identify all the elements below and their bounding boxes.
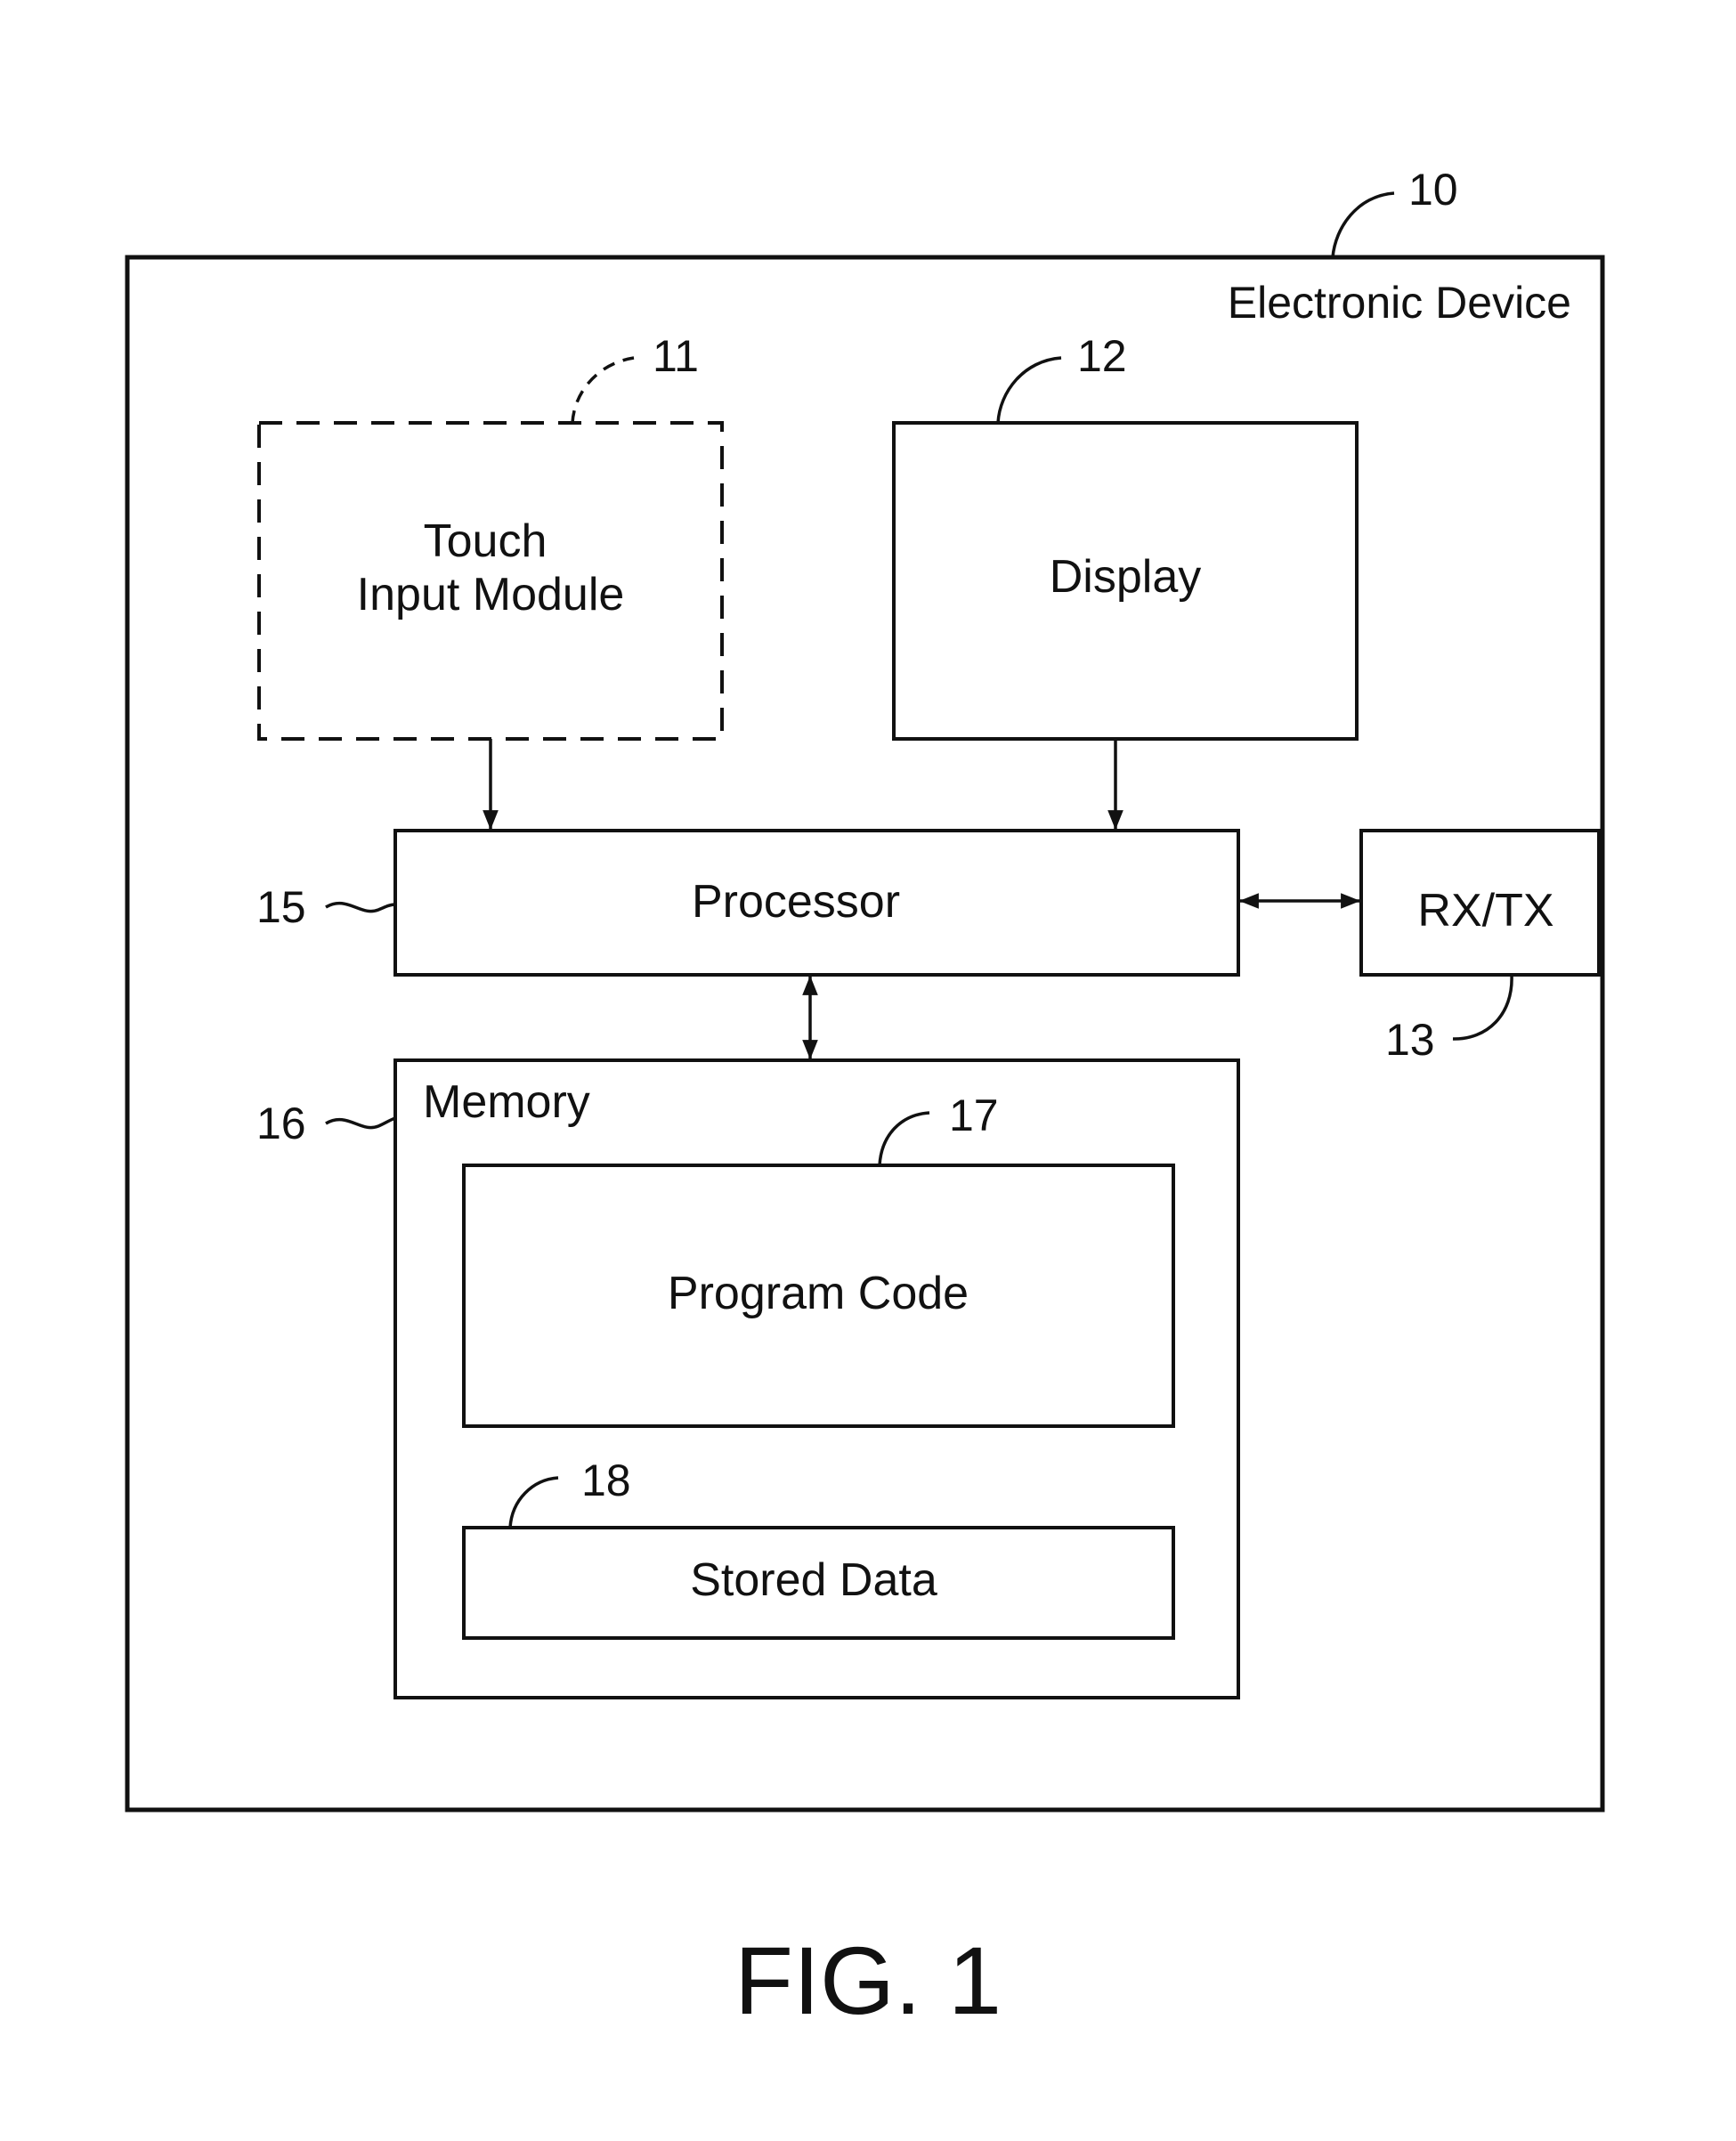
program-code-label: Program Code — [668, 1268, 969, 1319]
rxtx-label: RX/TX — [1417, 885, 1553, 937]
display-ref-number: 12 — [1077, 331, 1127, 381]
program-code-ref-leader — [880, 1113, 929, 1165]
display-ref-leader — [998, 358, 1061, 423]
stored-data-ref-leader — [510, 1478, 558, 1528]
touch-input-ref-leader — [572, 358, 634, 423]
program-code-ref-number: 17 — [949, 1091, 999, 1140]
touch-input-label-line1: Touch — [424, 515, 548, 567]
processor-ref-leader — [326, 904, 395, 912]
device-ref-leader — [1333, 193, 1394, 257]
device-ref-number: 10 — [1408, 165, 1458, 215]
processor-ref-number: 15 — [256, 882, 306, 932]
touch-input-label-line2: Input Module — [357, 569, 625, 620]
rxtx-ref-number: 13 — [1385, 1015, 1435, 1065]
stored-data-ref-number: 18 — [581, 1456, 631, 1505]
stored-data-label: Stored Data — [690, 1554, 937, 1606]
figure-caption: FIG. 1 — [734, 1926, 1002, 2034]
processor-label: Processor — [692, 876, 900, 928]
electronic-device-label: Electronic Device — [1228, 278, 1571, 328]
memory-ref-number: 16 — [256, 1099, 306, 1148]
memory-ref-leader — [326, 1118, 395, 1128]
display-label: Display — [1050, 551, 1202, 603]
touch-input-ref-number: 11 — [653, 331, 699, 381]
memory-label: Memory — [423, 1076, 590, 1128]
rxtx-ref-leader — [1453, 975, 1512, 1039]
